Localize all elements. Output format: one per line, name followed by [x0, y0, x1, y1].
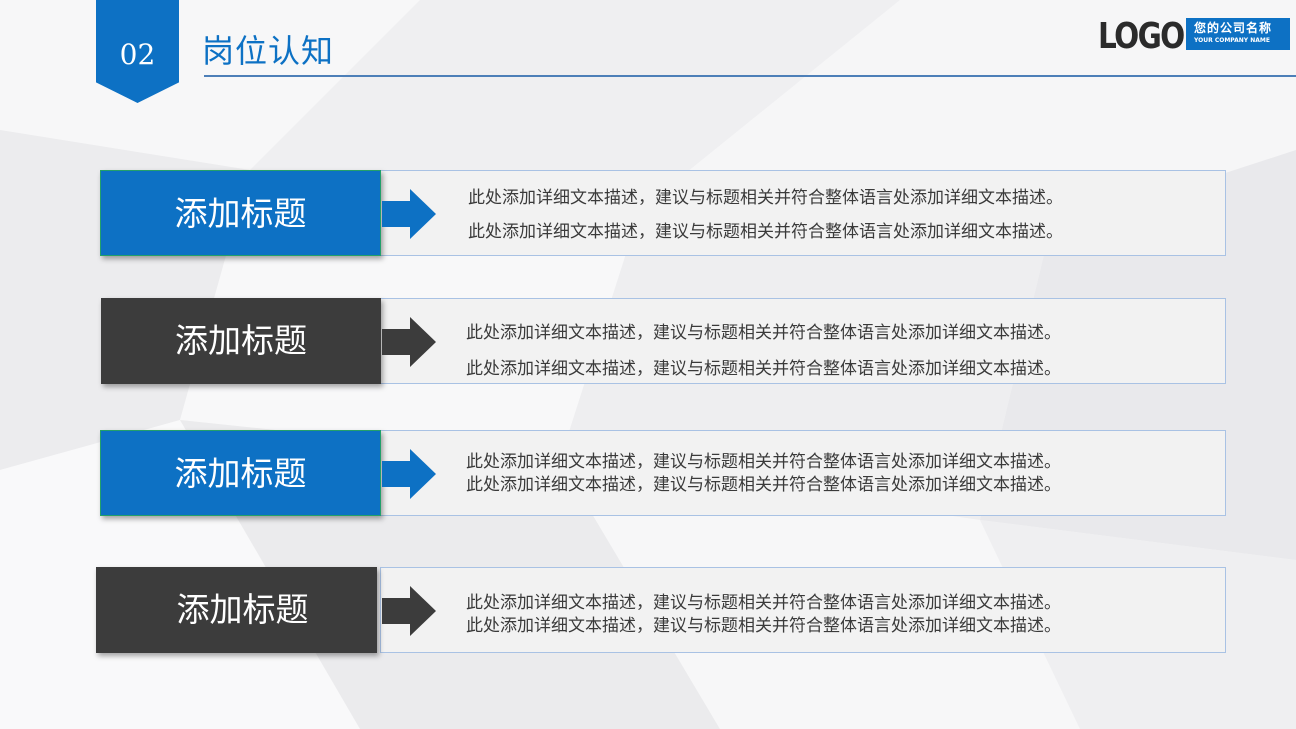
item-description-panel: [380, 170, 1226, 256]
item-description-line: 此处添加详细文本描述，建议与标题相关并符合整体语言处添加详细文本描述。: [466, 593, 1061, 613]
item-description-line: 此处添加详细文本描述，建议与标题相关并符合整体语言处添加详细文本描述。: [466, 359, 1061, 379]
item-description-line: 此处添加详细文本描述，建议与标题相关并符合整体语言处添加详细文本描述。: [468, 222, 1063, 242]
item-title-box: 添加标题: [100, 170, 381, 256]
arrow-right-icon: [382, 586, 436, 636]
item-description-line: 此处添加详细文本描述，建议与标题相关并符合整体语言处添加详细文本描述。: [466, 452, 1061, 472]
logo: LOGO: [1098, 16, 1185, 57]
item-description-line: 此处添加详细文本描述，建议与标题相关并符合整体语言处添加详细文本描述。: [466, 616, 1061, 636]
section-number: 02: [119, 38, 156, 71]
item-title: 添加标题: [174, 194, 307, 233]
item-description-line: 此处添加详细文本描述，建议与标题相关并符合整体语言处添加详细文本描述。: [468, 188, 1063, 208]
item-description-line: 此处添加详细文本描述，建议与标题相关并符合整体语言处添加详细文本描述。: [466, 323, 1061, 343]
list-item: 添加标题 此处添加详细文本描述，建议与标题相关并符合整体语言处添加详细文本描述。…: [0, 567, 1296, 653]
title-underline: [204, 75, 1296, 77]
item-description-panel: [380, 298, 1226, 384]
item-title: 添加标题: [175, 321, 307, 360]
arrow-right-icon: [382, 449, 436, 499]
company-name-cn: 您的公司名称: [1194, 21, 1273, 35]
item-title: 添加标题: [174, 454, 307, 493]
item-title: 添加标题: [176, 590, 309, 629]
item-description-line: 此处添加详细文本描述，建议与标题相关并符合整体语言处添加详细文本描述。: [466, 475, 1061, 495]
item-description-panel: [380, 567, 1226, 653]
item-title-box: 添加标题: [96, 567, 377, 653]
section-number-badge: 02: [96, 0, 179, 103]
company-name-en: YOUR COMPANY NAME: [1194, 37, 1270, 44]
page-title: 岗位认知: [202, 32, 335, 70]
list-item: 添加标题 此处添加详细文本描述，建议与标题相关并符合整体语言处添加详细文本描述。…: [0, 430, 1296, 516]
item-title-box: 添加标题: [100, 430, 381, 516]
list-item: 添加标题 此处添加详细文本描述，建议与标题相关并符合整体语言处添加详细文本描述。…: [0, 298, 1296, 384]
arrow-right-icon: [382, 189, 436, 239]
list-item: 添加标题 此处添加详细文本描述，建议与标题相关并符合整体语言处添加详细文本描述。…: [0, 170, 1296, 256]
item-description-panel: [380, 430, 1226, 516]
item-title-box: 添加标题: [101, 298, 381, 384]
company-name-box: 您的公司名称 YOUR COMPANY NAME: [1186, 18, 1290, 50]
arrow-right-icon: [382, 317, 436, 367]
